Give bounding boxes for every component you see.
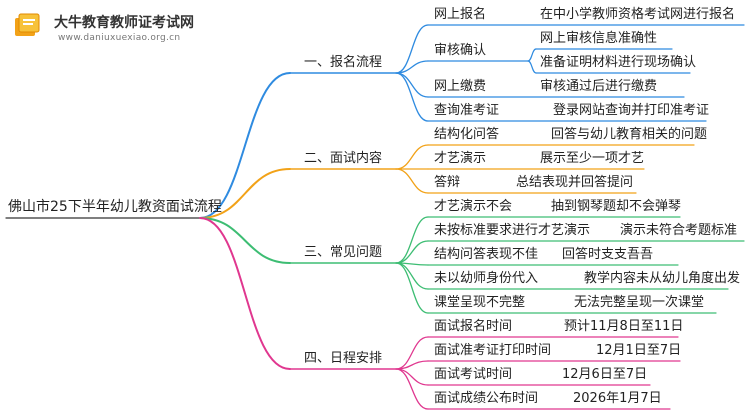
leaf-connector [395,368,429,386]
node-detail: 回答与幼儿教育相关的问题 [551,127,708,142]
branch-connector [199,72,291,219]
leaf-connector [395,216,429,264]
node-title: 才艺演示 [434,151,487,166]
sub-connector [527,60,537,74]
watermark-site: www.daniuxuexiao.org.cn [58,33,181,43]
node-title: 面试考试时间 [434,367,513,382]
branch-connector [199,217,291,370]
node-title: 查询准考证 [434,103,500,118]
node-detail: 12月1日至7日 [596,343,682,358]
node-title: 面试成绩公布时间 [434,391,539,406]
node-title: 面试准考证打印时间 [434,343,552,358]
node-detail: 12月6日至7日 [562,367,648,382]
leaf-connector [395,240,429,264]
leaf-connector [395,60,429,74]
node-detail: 网上审核信息准确性 [540,31,658,46]
leaf-connector [395,168,429,194]
node-title: 答辩 [434,175,461,190]
node-detail: 回答时支支吾吾 [562,247,654,262]
node-detail: 预计11月8日至11日 [564,319,684,334]
branch-issues-label: 三、常见问题 [304,245,383,260]
node-title: 课堂呈现不完整 [434,295,526,310]
leaf-connector [395,24,429,74]
node-detail: 在中小学教师资格考试网进行报名 [540,7,736,22]
node-detail: 登录网站查询并打印准考证 [553,103,710,118]
watermark-brand: 大牛教育教师证考试网 [54,15,194,31]
node-title: 未按标准要求进行才艺演示 [434,223,591,238]
leaf-connector [395,72,429,122]
node-title: 结构问答表现不佳 [434,247,539,262]
leaf-connector [395,336,429,370]
book-logo-icon [15,13,40,36]
node-title: 结构化问答 [434,127,500,142]
node-title: 网上缴费 [434,79,487,94]
leaf-connector [395,262,429,314]
node-detail: 演示未符合考题标准 [620,223,738,238]
leaf-connector [395,144,429,170]
node-detail: 展示至少一项才艺 [540,151,645,166]
node-title: 网上报名 [434,7,487,22]
branch-schedule-label: 四、日程安排 [304,351,383,366]
branch-connector [199,168,291,219]
node-title: 面试报名时间 [434,319,513,334]
node-detail: 抽到钢琴题却不会弹琴 [551,199,682,214]
branch-registration-label: 一、报名流程 [304,55,383,70]
node-detail: 总结表现并回答提问 [516,175,634,190]
branch-content-label: 二、面试内容 [304,151,383,166]
branch-connector [199,217,291,264]
sub-connector [527,48,537,62]
root-topic: 佛山市25下半年幼儿教资面试流程 [8,199,222,215]
node-detail: 无法完整呈现一次课堂 [574,295,705,310]
leaf-connector [395,262,429,290]
node-title: 才艺演示不会 [434,199,513,214]
leaf-connector [395,72,429,98]
leaf-connector [395,368,429,410]
node-detail: 2026年1月7日 [573,391,662,406]
node-detail: 准备证明材料进行现场确认 [540,55,697,70]
node-title: 未以幼师身份代入 [434,271,539,286]
node-title: 审核确认 [434,43,487,58]
node-detail: 审核通过后进行缴费 [540,79,658,94]
node-detail: 教学内容未从幼儿角度出发 [584,271,741,286]
